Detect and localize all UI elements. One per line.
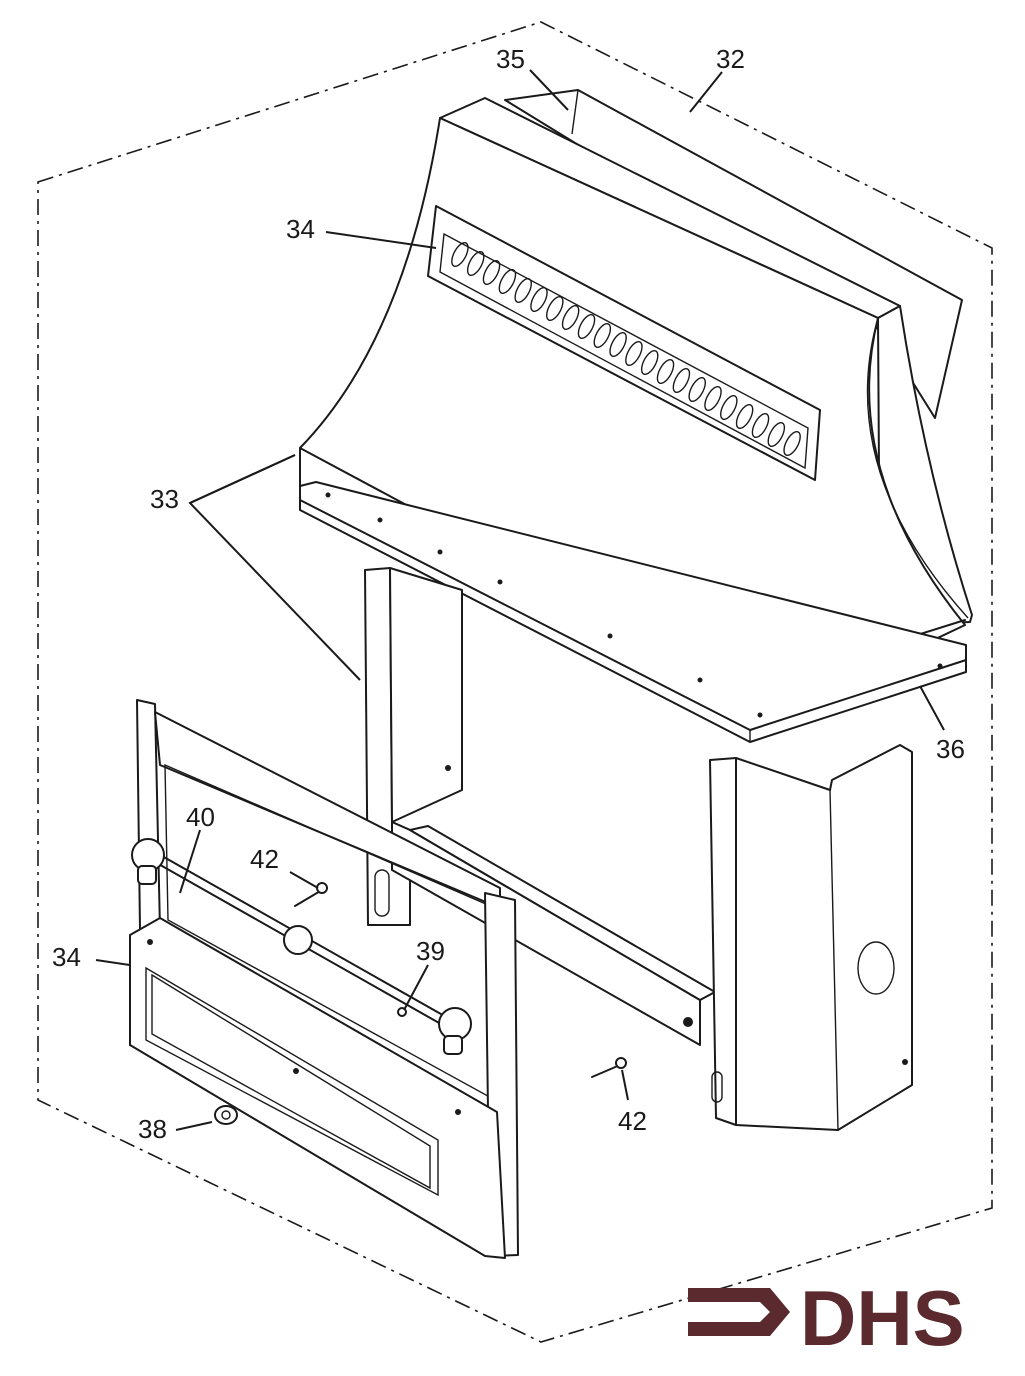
grille-oval (767, 421, 786, 448)
grille-oval (451, 241, 469, 268)
grille-oval (625, 340, 643, 367)
grille-oval (672, 367, 691, 394)
grille-oval (609, 331, 627, 358)
dhs-logo-arrow-icon (688, 1288, 790, 1336)
grille-oval (783, 430, 801, 457)
part-42-screw-right (591, 1057, 627, 1078)
grille-oval (704, 385, 722, 412)
leader-lines (95, 69, 945, 1131)
grille-oval (640, 349, 659, 376)
grille-oval (482, 259, 501, 286)
part-40-brass-rail (131, 838, 472, 1055)
callout-33: 33 (150, 484, 179, 514)
right-side-panel (709, 744, 913, 1131)
part-36-base-frame (299, 481, 967, 743)
callout-40: 40 (186, 802, 215, 832)
grille-oval (593, 322, 612, 349)
grille-oval (561, 304, 580, 331)
dhs-logo: DHS (688, 1274, 965, 1362)
part-42-screw-left (294, 882, 328, 907)
part-34-lower-panel (129, 917, 506, 1259)
part-38-ring-pull (214, 1105, 238, 1125)
dhs-logo-text: DHS (800, 1274, 965, 1362)
grille-oval (688, 376, 706, 403)
part-34-top-grille (427, 205, 821, 481)
callout-39: 39 (416, 936, 445, 966)
grille-oval (720, 394, 738, 421)
callout-38: 38 (138, 1114, 167, 1144)
callout-42-right: 42 (618, 1106, 647, 1136)
callout-42-left: 42 (250, 844, 279, 874)
grille-oval (751, 412, 770, 439)
callout-34-left: 34 (52, 942, 81, 972)
grille-oval (530, 286, 548, 313)
grille-oval (514, 277, 532, 304)
grille-oval (546, 295, 564, 322)
grille-oval (577, 313, 596, 340)
grille-oval (656, 358, 675, 385)
grille-oval (466, 250, 485, 277)
callout-32: 32 (716, 44, 745, 74)
grille-pattern (451, 241, 801, 457)
grille-oval (735, 403, 754, 430)
callout-35: 35 (496, 44, 525, 74)
callout-34-top: 34 (286, 214, 315, 244)
assembly-boundary (37, 21, 993, 1343)
grille-oval (498, 268, 517, 295)
callout-36: 36 (936, 734, 965, 764)
